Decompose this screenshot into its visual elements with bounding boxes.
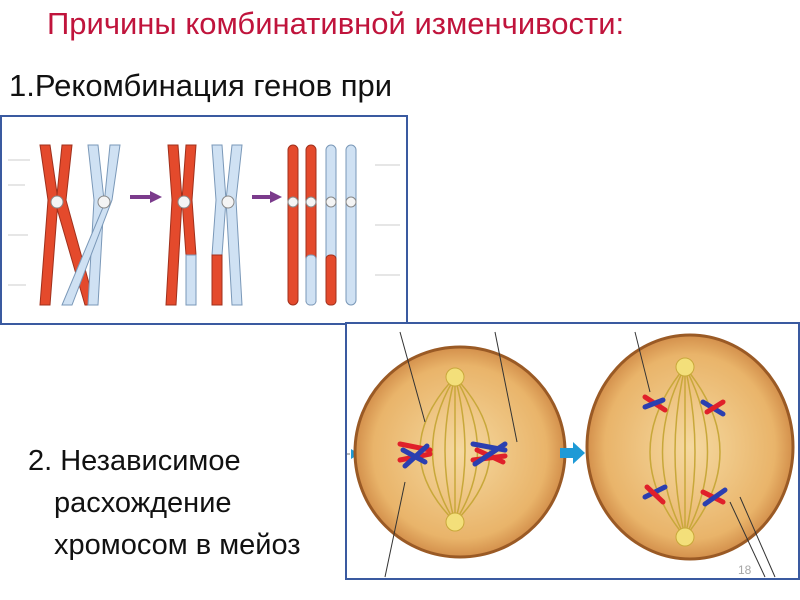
point-2-line-3: хромосом в мейоз [54, 529, 301, 561]
anaphase-cell [585, 331, 795, 578]
slide-number: 18 [738, 563, 752, 577]
right-arrow-icon [560, 442, 585, 464]
meiosis-figure [345, 322, 800, 580]
point-2-line-1: 2. Независимое [28, 445, 241, 477]
point-2-line-2: расхождение [54, 487, 232, 519]
crossing-over-figure [0, 115, 408, 325]
chromosome-pair-before [39, 144, 121, 306]
recombinant-chromatids [287, 144, 357, 306]
point-1-line-1: 1.Рекомбинация генов при [9, 68, 393, 103]
right-arrow-icon [252, 191, 282, 203]
point-2: 2. Независимое расхождение хромосом в ме… [28, 440, 358, 566]
chromosome-pair-exchange [165, 144, 243, 306]
right-arrow-icon [130, 191, 162, 203]
slide-title: Причины комбинативной изменчивости: [47, 6, 625, 41]
